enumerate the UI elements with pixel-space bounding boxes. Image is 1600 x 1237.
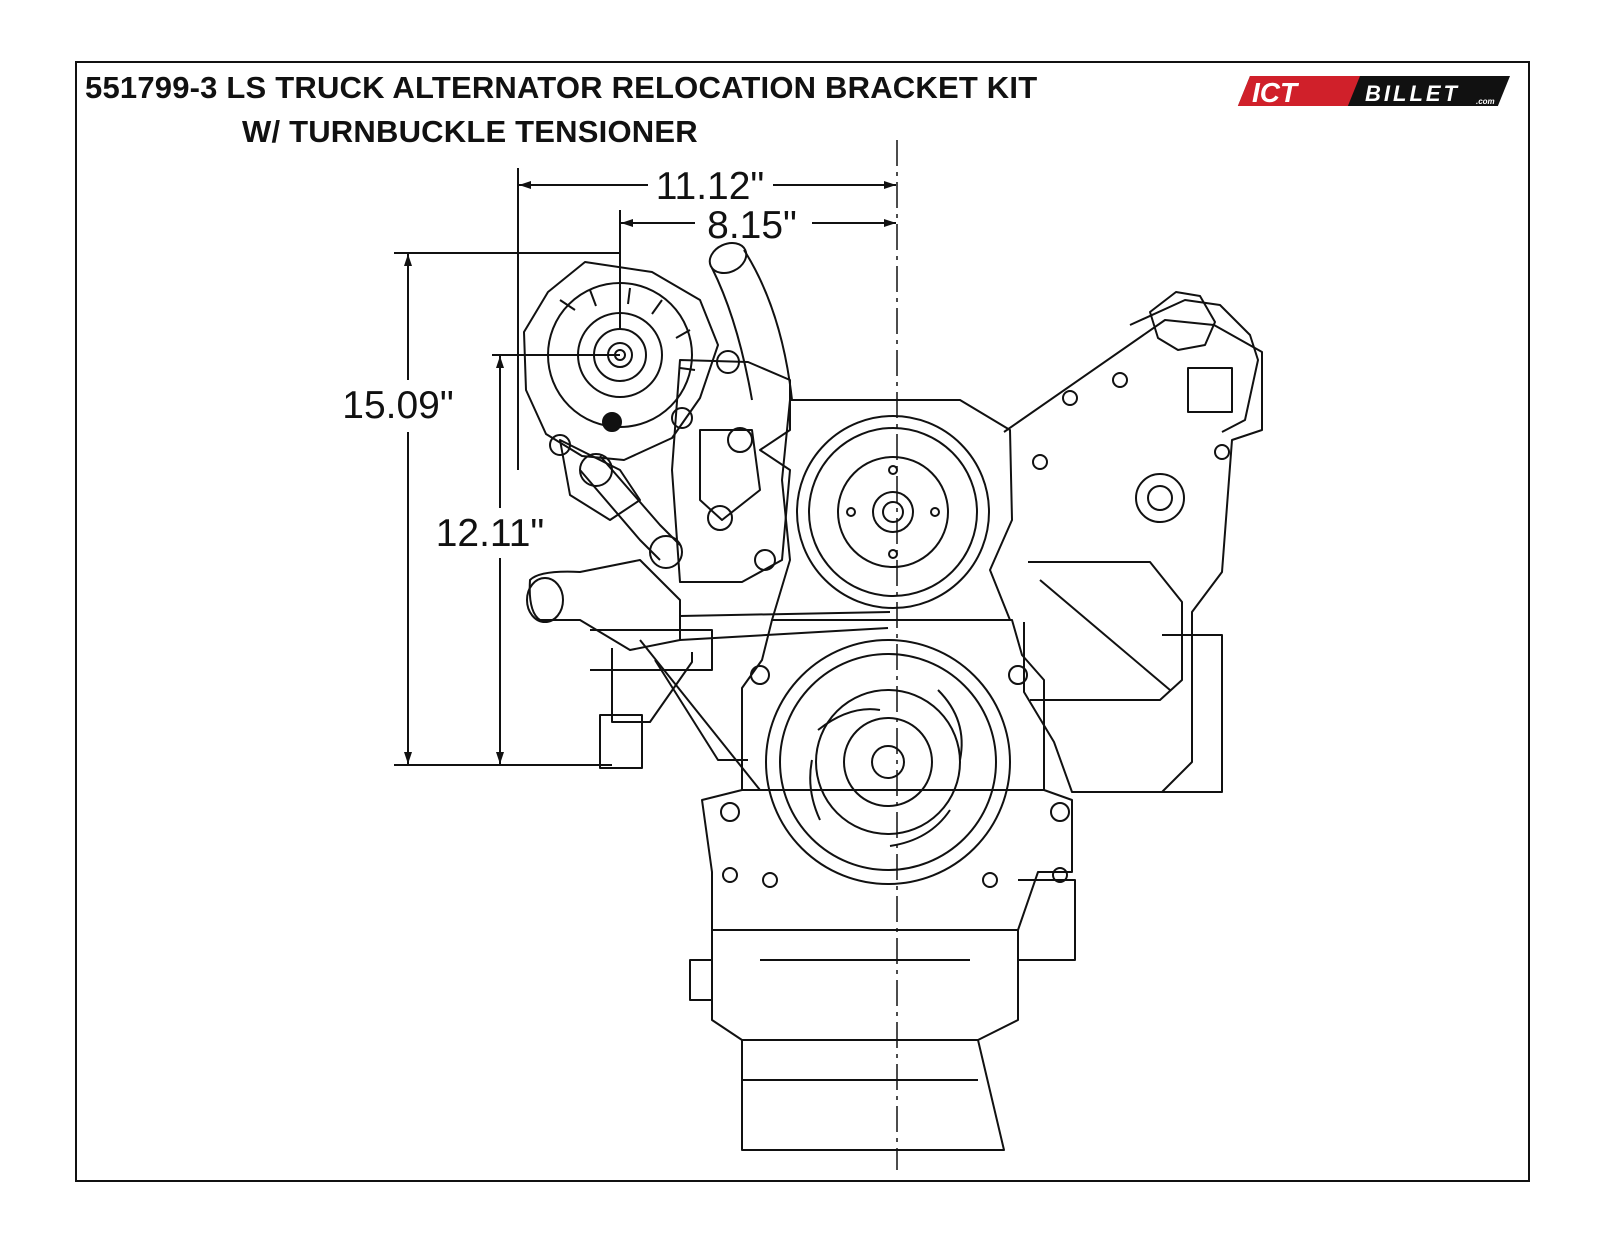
engine-drawing	[523, 140, 1263, 1170]
timing-cover	[701, 619, 1073, 931]
logo-text-billet: BILLET	[1365, 81, 1460, 106]
turnbuckle-tensioner	[559, 439, 683, 569]
dim-label-overall-width: 11.12"	[656, 165, 765, 208]
alternator-bracket	[671, 350, 791, 583]
water-pump-pulley	[796, 415, 990, 609]
left-cylinder-head	[590, 629, 761, 791]
title-line-1: 551799-3 LS TRUCK ALTERNATOR RELOCATION …	[85, 70, 1038, 105]
cam-sensor-icon	[1135, 473, 1185, 523]
idler-connector	[526, 559, 891, 651]
logo-text-ict: ICT	[1252, 77, 1300, 108]
oil-pan	[689, 879, 1076, 1151]
logo-mark-icon	[1237, 76, 1510, 106]
dim-label-alt-height: 12.11"	[436, 512, 545, 555]
crank-balancer	[765, 639, 1011, 885]
ict-billet-logo: ICT BILLET .com	[1237, 76, 1510, 108]
logo-text-com: .com	[1476, 97, 1495, 106]
dim-label-overall-height: 15.09"	[342, 384, 453, 427]
drawing-border	[75, 61, 1530, 1182]
right-cylinder-head	[1003, 291, 1263, 793]
dim-label-alt-offset: 8.15"	[707, 204, 797, 247]
title-line-2: W/ TURNBUCKLE TENSIONER	[242, 114, 698, 149]
dimension-lines	[394, 168, 896, 766]
